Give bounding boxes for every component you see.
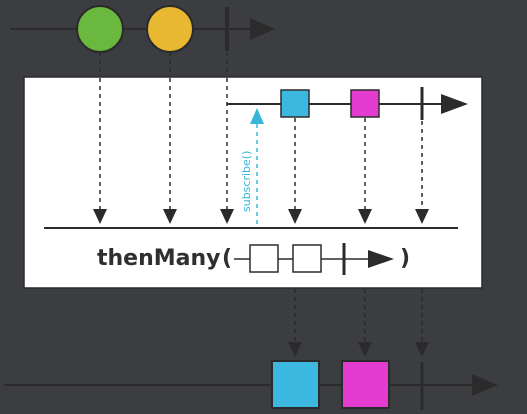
mini-item xyxy=(292,244,322,273)
inner-timeline xyxy=(227,87,468,120)
drop-arrowhead xyxy=(415,342,429,357)
drop-arrowhead xyxy=(220,209,234,224)
output-item-magenta xyxy=(341,360,390,409)
output-drop-arrowheads xyxy=(288,342,429,357)
subscribe-arrowhead xyxy=(250,108,264,124)
open-paren: ( xyxy=(222,246,232,271)
close-paren: ) xyxy=(400,246,410,271)
output-item-cyan xyxy=(271,360,320,409)
drop-arrowhead xyxy=(288,342,302,357)
source-item-green xyxy=(76,5,124,53)
inner-drop-arrowheads xyxy=(288,209,429,224)
drop-arrowhead xyxy=(93,209,107,224)
drop-arrowhead xyxy=(358,209,372,224)
source-arrowhead xyxy=(250,18,275,40)
drops-in-box xyxy=(99,78,228,212)
inner-item-cyan xyxy=(280,89,310,118)
inner-drops xyxy=(294,118,423,212)
drop-arrowhead xyxy=(358,342,372,357)
output-timeline xyxy=(4,360,498,410)
subscribe-label: subscribe() xyxy=(240,151,253,212)
mini-arrowhead xyxy=(368,250,394,268)
operator-label: thenMany ( ) xyxy=(97,243,410,275)
drop-arrowheads xyxy=(93,209,234,224)
drop-arrowhead xyxy=(163,209,177,224)
inner-arrowhead xyxy=(441,94,468,114)
operator-name: thenMany xyxy=(97,246,221,271)
subscribe-arrow: subscribe() xyxy=(240,108,264,226)
source-timeline xyxy=(10,5,275,53)
output-arrowhead xyxy=(472,374,498,396)
mini-item xyxy=(249,244,279,273)
inner-item-magenta xyxy=(350,89,380,118)
output-drops xyxy=(294,289,423,343)
source-item-yellow xyxy=(146,5,194,53)
drop-arrowhead xyxy=(415,209,429,224)
drop-arrowhead xyxy=(288,209,302,224)
